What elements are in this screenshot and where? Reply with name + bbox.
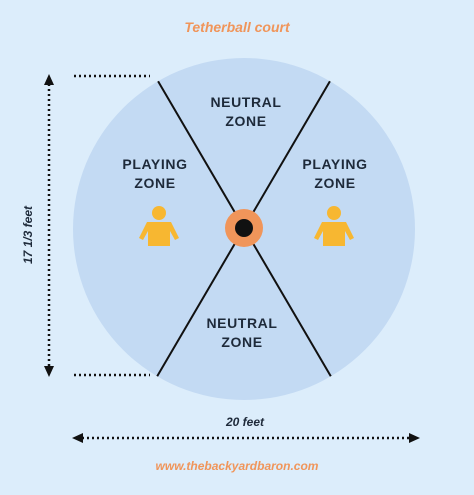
zone-label-line: NEUTRAL xyxy=(206,315,278,331)
zone-label-line: NEUTRAL xyxy=(210,94,282,110)
zone-label-playing-right: PLAYING ZONE xyxy=(275,155,395,193)
height-dimension-arrow xyxy=(44,74,54,377)
height-dimension-label: 17 1/3 feet xyxy=(21,205,35,265)
zone-label-line: PLAYING xyxy=(122,156,188,172)
diagram-title: Tetherball court xyxy=(184,19,290,35)
website-link[interactable]: www.thebackyardbaron.com xyxy=(155,459,319,473)
zone-label-neutral-top: NEUTRAL ZONE xyxy=(186,93,306,131)
pole-icon xyxy=(235,219,253,237)
zone-label-line: ZONE xyxy=(134,175,176,191)
player-left-icon xyxy=(139,206,179,246)
zone-label-line: ZONE xyxy=(314,175,356,191)
zone-label-line: ZONE xyxy=(225,113,267,129)
width-dimension-label: 20 feet xyxy=(226,415,265,429)
zone-label-neutral-bottom: NEUTRAL ZONE xyxy=(182,314,302,352)
zone-label-playing-left: PLAYING ZONE xyxy=(95,155,215,193)
player-right-icon xyxy=(314,206,354,246)
zone-label-line: PLAYING xyxy=(302,156,368,172)
zone-label-line: ZONE xyxy=(221,334,263,350)
width-dimension-arrow xyxy=(72,433,420,443)
